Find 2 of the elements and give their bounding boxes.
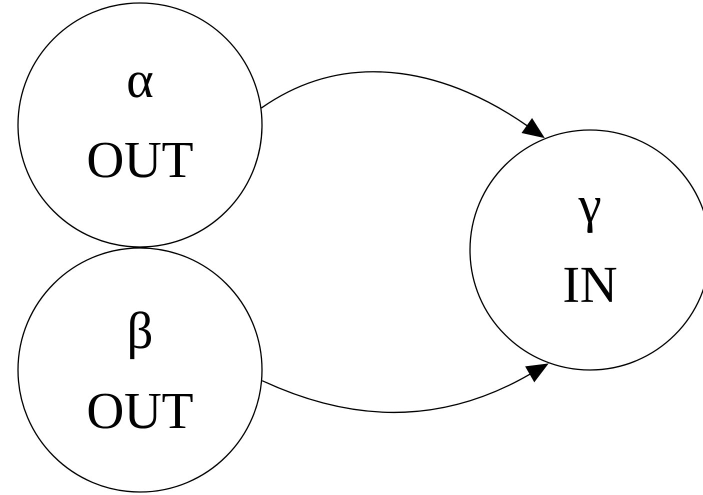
- circle-node: β OUT: [17, 247, 263, 493]
- circle-node: α OUT: [17, 2, 263, 248]
